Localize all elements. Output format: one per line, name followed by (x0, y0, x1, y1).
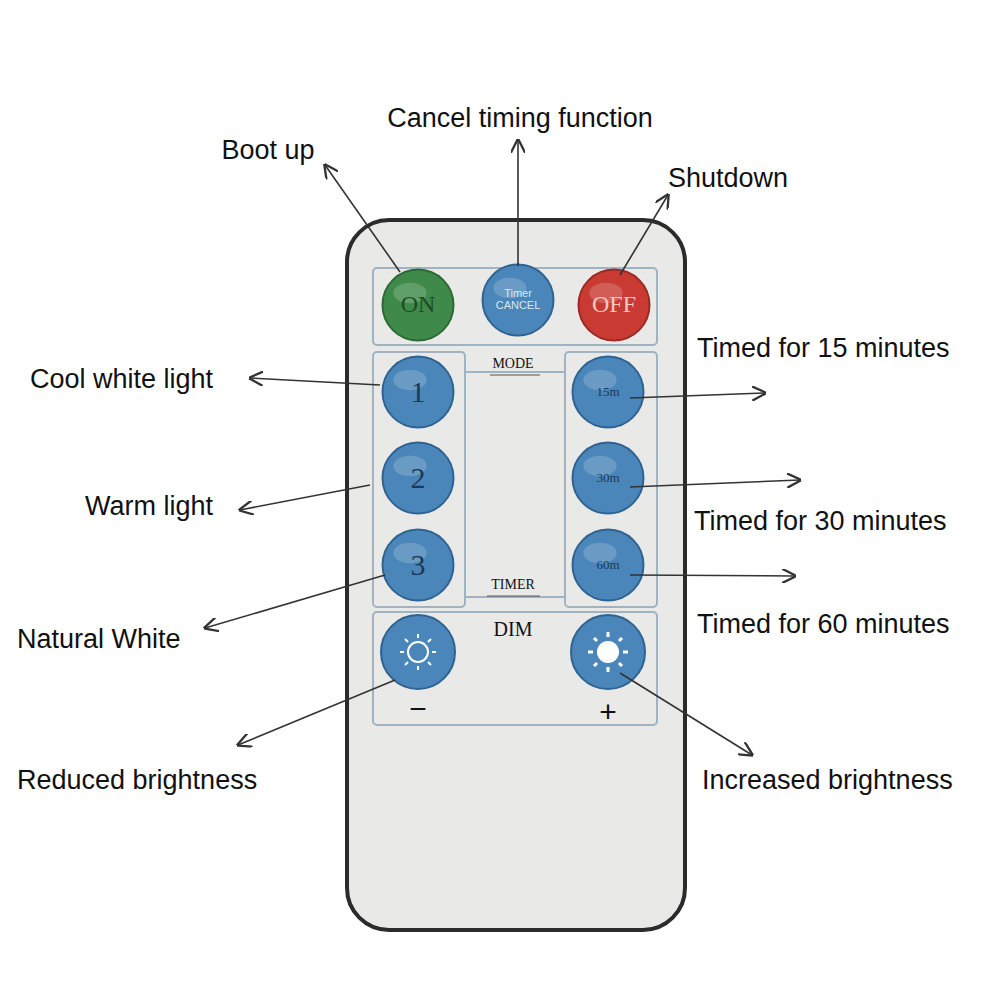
callout-label: Natural White (17, 626, 181, 653)
button-label: 3 (388, 549, 448, 581)
button-circle (383, 443, 454, 514)
leader-arrow (630, 393, 765, 398)
callout-label: Timed for 15 minutes (697, 335, 950, 362)
button-label: 30m (578, 471, 638, 485)
leader-arrow (240, 485, 370, 510)
panel-line (465, 371, 565, 373)
callout-label: Cancel timing function (387, 105, 653, 132)
button-circle (383, 270, 454, 341)
dim-down-button (381, 615, 455, 689)
button-circle (483, 265, 554, 336)
panel-label: TIMER (491, 578, 535, 592)
callout-label: Increased brightness (702, 767, 953, 794)
timer-underline (487, 596, 540, 597)
remote-button: 30m (571, 441, 645, 515)
button-label: 1 (388, 376, 448, 408)
remote-button: 1 (381, 355, 455, 429)
callout-label: + (599, 697, 617, 727)
leader-arrow (620, 195, 668, 275)
remote-button: 2 (381, 441, 455, 515)
remote-button: 15m (571, 355, 645, 429)
leader-arrow (238, 680, 395, 745)
remote-body (347, 220, 685, 930)
leader-arrow (630, 575, 795, 576)
callout-label: − (409, 694, 427, 724)
callout-label: Warm light (85, 493, 213, 520)
callout-label: Timed for 60 minutes (697, 611, 950, 638)
remote-button: ON (381, 268, 455, 342)
button-label: OFF (579, 292, 649, 317)
leader-arrow (205, 575, 385, 628)
leader-arrow (250, 378, 380, 385)
leader-arrow (325, 165, 400, 272)
remote-button: Timer CANCEL (481, 263, 555, 337)
remote-button: 3 (381, 528, 455, 602)
button-label: 15m (578, 385, 638, 399)
mode-panel (373, 352, 465, 607)
button-circle (383, 357, 454, 428)
button-label: ON (383, 292, 453, 317)
button-label: Timer CANCEL (493, 288, 543, 311)
panel-label: DIM (494, 619, 533, 639)
timer-panel (565, 352, 657, 607)
button-label: 60m (578, 558, 638, 572)
button-circle (573, 530, 644, 601)
callout-label: Shutdown (668, 165, 788, 192)
remote-button: 60m (571, 528, 645, 602)
button-label: 2 (388, 462, 448, 494)
dim-up-button (571, 615, 645, 689)
leader-arrow (517, 140, 519, 266)
callout-label: Cool white light (30, 366, 213, 393)
callout-label: Boot up (221, 137, 314, 164)
callout-label: Timed for 30 minutes (694, 508, 947, 535)
button-circle (383, 530, 454, 601)
remote-button: OFF (577, 268, 651, 342)
button-circle (579, 270, 650, 341)
leader-arrow (620, 673, 752, 755)
mode-underline (490, 375, 540, 376)
button-circle (573, 357, 644, 428)
leader-arrow (630, 480, 800, 487)
button-circle (573, 443, 644, 514)
callout-label: Reduced brightness (17, 767, 257, 794)
panel-line (465, 596, 565, 598)
panel-label: MODE (492, 357, 533, 371)
